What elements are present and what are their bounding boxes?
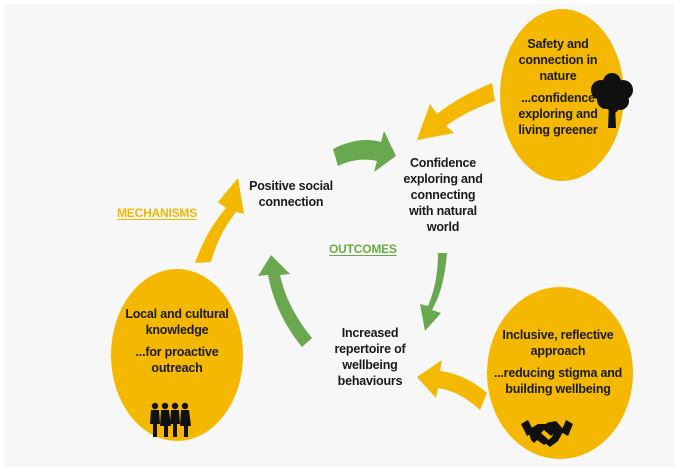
text-line: behaviours (337, 374, 403, 388)
mechanism-arrow-safety (417, 83, 495, 140)
mechanism-circle-inclusive (487, 287, 633, 459)
mechanism-circle-safety (500, 9, 624, 181)
mechanism-text-safety: Safety and connection in nature ...confi… (505, 36, 611, 138)
outcome-confidence-nature: Confidence exploring and connecting with… (393, 155, 493, 235)
mechanism-text-local: Local and cultural knowledge ...for proa… (112, 306, 242, 376)
text-line: outreach (151, 361, 203, 375)
text-line: connection in (518, 53, 598, 67)
text-line: Confidence (409, 156, 477, 170)
outcome-arrow-top (333, 131, 396, 172)
text-line: exploring and (403, 172, 483, 186)
handshake-icon (521, 420, 573, 447)
text-line: nature (539, 69, 577, 83)
mechanism-arrow-inclusive (417, 360, 487, 410)
text-line: ...reducing stigma and (493, 366, 623, 380)
text-line: Positive social (249, 179, 333, 193)
text-line: Local and cultural (125, 307, 229, 321)
people-icon (150, 402, 191, 437)
outcome-arrow-right (420, 253, 447, 331)
text-line: building wellbeing (505, 382, 611, 396)
tree-icon (591, 73, 633, 128)
mechanism-arrow-local (195, 178, 244, 263)
text-line: knowledge (145, 323, 209, 337)
text-line: Inclusive, reflective (502, 328, 614, 342)
text-line: exploring and (518, 107, 598, 121)
text-line: wellbeing (342, 358, 398, 372)
outcome-positive-social-connection: Positive social connection (236, 178, 346, 210)
outcomes-label: OUTCOMES (329, 242, 397, 256)
text-line: repertoire of (334, 342, 406, 356)
text-line: ...confidence (521, 91, 595, 105)
text-line: world (426, 220, 460, 234)
text-line: Safety and (527, 37, 589, 51)
text-line: living greener (518, 123, 598, 137)
mechanism-circle-local (111, 269, 243, 441)
outcome-wellbeing-repertoire: Increased repertoire of wellbeing behavi… (320, 325, 420, 389)
mechanisms-label: MECHANISMS (117, 206, 198, 220)
text-line: connection (258, 195, 324, 209)
text-line: with natural (409, 204, 477, 218)
mechanism-text-inclusive: Inclusive, reflective approach ...reduci… (478, 327, 638, 397)
text-line: connecting (410, 188, 476, 202)
text-line: Increased (341, 326, 399, 340)
outcome-arrow-left (258, 255, 312, 347)
text-line: ...for proactive (135, 345, 219, 359)
text-line: approach (530, 344, 586, 358)
